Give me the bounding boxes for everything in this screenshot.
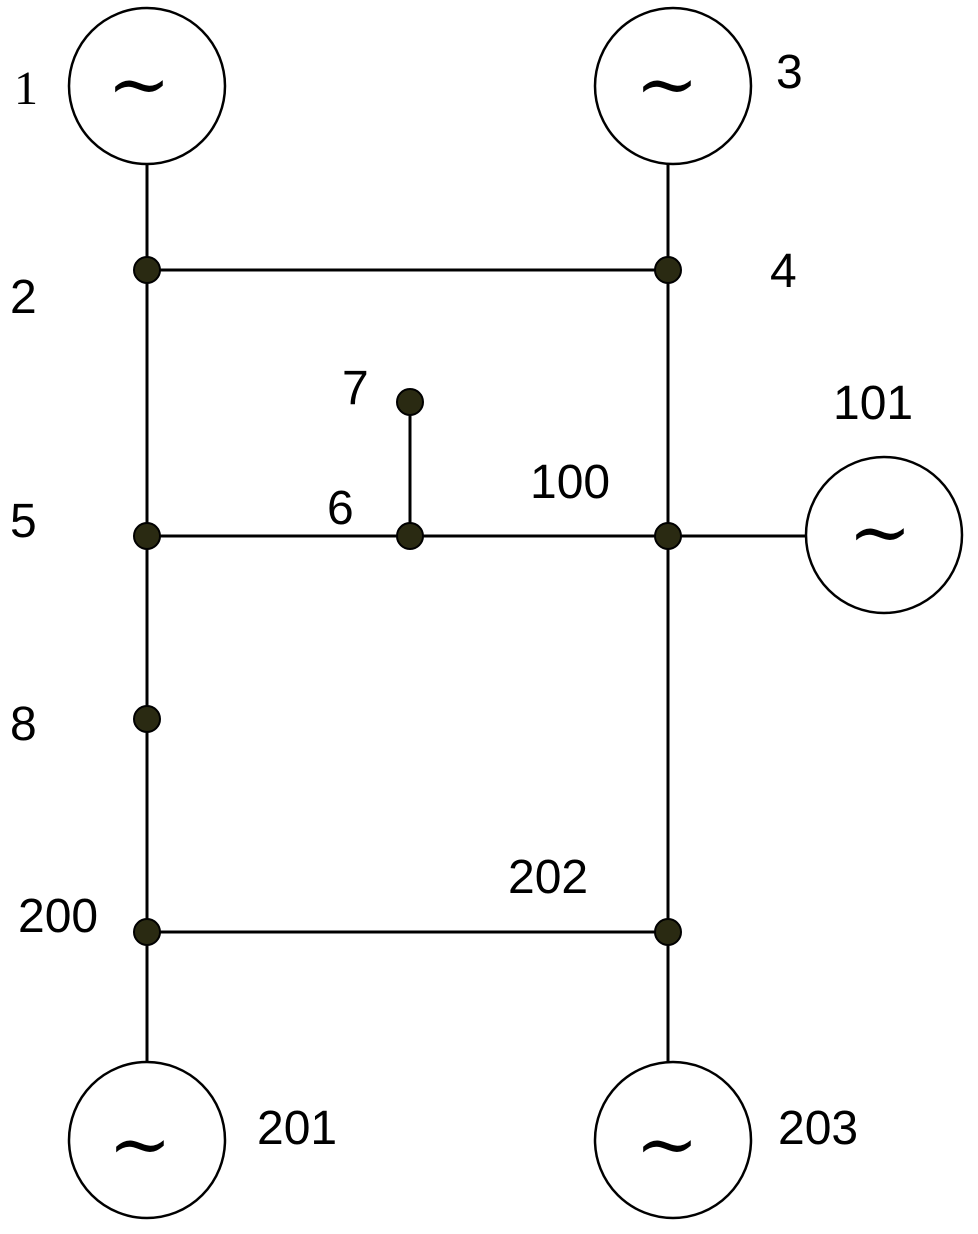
bus-node-7 xyxy=(396,388,424,416)
bus-label-6: 6 xyxy=(327,482,354,535)
bus-nodes xyxy=(133,256,682,946)
generator-101: ~ xyxy=(804,455,964,615)
generator-201: ~ xyxy=(67,1060,227,1220)
ac-source-icon: ~ xyxy=(635,39,699,128)
bus-label-8: 8 xyxy=(10,698,37,751)
bus-label-7: 7 xyxy=(342,362,369,415)
connection-lines xyxy=(145,163,806,1062)
ac-source-icon: ~ xyxy=(107,39,171,128)
generator-circle xyxy=(804,455,964,615)
generator-1: ~ xyxy=(67,6,227,166)
generator-label-101: 101 xyxy=(833,377,913,430)
ac-source-icon: ~ xyxy=(848,487,912,576)
generator-circle xyxy=(593,6,753,166)
generator-label-201: 201 xyxy=(257,1102,337,1155)
bus-node-200 xyxy=(133,918,161,946)
ac-source-icon: ~ xyxy=(108,1099,172,1188)
bus-label-2: 2 xyxy=(10,271,37,324)
generator-circle xyxy=(67,6,227,166)
bus-label-202: 202 xyxy=(508,851,588,904)
bus-node-2 xyxy=(133,256,161,284)
bus-node-8 xyxy=(133,705,161,733)
bus-label-200: 200 xyxy=(18,890,98,943)
generator-circle xyxy=(593,1060,753,1220)
generator-circle xyxy=(67,1060,227,1220)
bus-node-100 xyxy=(654,522,682,550)
bus-label-5: 5 xyxy=(10,495,37,548)
generator-label-1: 1 xyxy=(14,62,38,115)
bus-node-4 xyxy=(654,256,682,284)
node-labels: 1 3 2 4 7 101 100 6 5 8 202 200 201 203 xyxy=(10,46,913,1155)
bus-node-5 xyxy=(133,522,161,550)
generator-label-203: 203 xyxy=(778,1102,858,1155)
bus-label-4: 4 xyxy=(770,245,797,298)
ac-source-icon: ~ xyxy=(635,1099,699,1188)
generator-label-3: 3 xyxy=(776,46,803,99)
bus-label-100: 100 xyxy=(530,456,610,509)
generator-3: ~ xyxy=(593,6,753,166)
bus-node-202 xyxy=(654,918,682,946)
generator-203: ~ xyxy=(593,1060,753,1220)
bus-node-6 xyxy=(396,522,424,550)
